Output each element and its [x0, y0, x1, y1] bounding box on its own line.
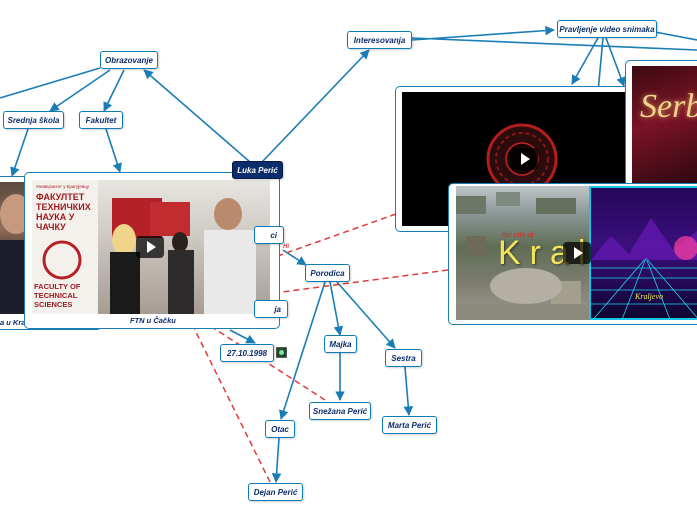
link-otac-dejan	[271, 437, 282, 483]
play-button-icon[interactable]	[136, 236, 164, 258]
node-otac[interactable]: Otac	[265, 420, 295, 438]
video-thumbnail-4[interactable]: Kraljevo	[589, 186, 697, 320]
ftn-sign-en-text: FACULTY OF TECHNICAL SCIENCES	[34, 282, 81, 309]
link-pravljenje-video1	[571, 37, 599, 85]
ftn-photo-graphic	[32, 180, 256, 314]
node-sestra[interactable]: Sestra	[385, 349, 422, 367]
node-clipped-b[interactable]: ja	[254, 300, 288, 318]
link-pravljenje-video2	[597, 37, 604, 93]
node-root[interactable]: Luka Perić	[232, 161, 283, 179]
neon-title-text: Kraljevo	[635, 292, 663, 301]
node-majka[interactable]: Majka	[324, 335, 357, 353]
city-of-text: the city of	[502, 230, 534, 239]
dashed-link-video2-porodica	[281, 269, 449, 293]
ftn-caption: FTN u Čačku	[130, 316, 176, 325]
node-marta-peric[interactable]: Marta Perić	[382, 416, 437, 434]
calendar-icon	[276, 347, 287, 358]
neon-grid-graphic	[591, 218, 697, 318]
play-button-icon[interactable]	[510, 148, 538, 170]
link-root-obrazovanje	[143, 69, 251, 163]
node-snezana-peric[interactable]: Snežana Perić	[309, 402, 371, 420]
link-pravljenje-offscreen	[654, 31, 697, 41]
node-porodica[interactable]: Porodica	[305, 264, 350, 282]
node-dejan-peric[interactable]: Dejan Perić	[248, 483, 303, 501]
link-porodica-sestra	[336, 281, 396, 349]
link-pravljenje-video3	[605, 37, 626, 87]
node-obrazovanje[interactable]: Obrazovanje	[100, 51, 158, 69]
link-interesovanja-offscreen	[411, 37, 697, 51]
node-fakultet[interactable]: Fakultet	[79, 111, 123, 129]
serbia-title-text: Serbia	[640, 88, 697, 125]
ftn-sign-text: ФАКУЛТЕТ ТЕХНИЧКИХ НАУКА У ЧАЧКУ	[36, 192, 91, 232]
link-obrazovanje-fakultet	[103, 69, 125, 112]
clipped-label-c: Hi	[283, 244, 289, 250]
node-clipped-a[interactable]: ci	[254, 226, 284, 244]
play-button-icon[interactable]	[563, 242, 591, 264]
image-ftn[interactable]: Универзитет у Крагујевцу ФАКУЛТЕТ ТЕХНИЧ…	[32, 180, 270, 314]
link-ftn-datum	[229, 329, 256, 344]
link-porodica-majka	[329, 281, 344, 336]
node-interesovanja[interactable]: Interesovanja	[347, 31, 412, 49]
kraljevo-caption: a u Kraljevu	[0, 318, 43, 327]
link-obrazovanje-srednja	[49, 69, 111, 112]
dashed-link-video-root	[271, 213, 397, 259]
video-thumbnail-3[interactable]: Serbia	[632, 66, 697, 186]
link-srednja-kraljevo	[10, 128, 29, 177]
node-datum-rodjenja[interactable]: 27.10.1998	[220, 344, 274, 362]
city-aerial-graphic	[456, 192, 589, 320]
dashed-link-dejan-ftn	[189, 319, 271, 483]
link-sestra-marta	[403, 366, 414, 416]
link-fakultet-ftn	[105, 128, 122, 173]
ftn-university-text: Универзитет у Крагујевцу	[36, 184, 89, 189]
link-root-porodica	[282, 249, 307, 266]
link-root-interesovanja	[261, 49, 370, 163]
link-obrazovanje-offscreen	[0, 67, 101, 99]
link-porodica-otac	[279, 281, 326, 420]
node-srednja-skola[interactable]: Srednja škola	[3, 111, 64, 129]
video-thumbnail-2[interactable]: the city of Kralj	[456, 186, 589, 320]
node-pravljenje-video[interactable]: Pravljenje video snimaka	[557, 20, 657, 38]
